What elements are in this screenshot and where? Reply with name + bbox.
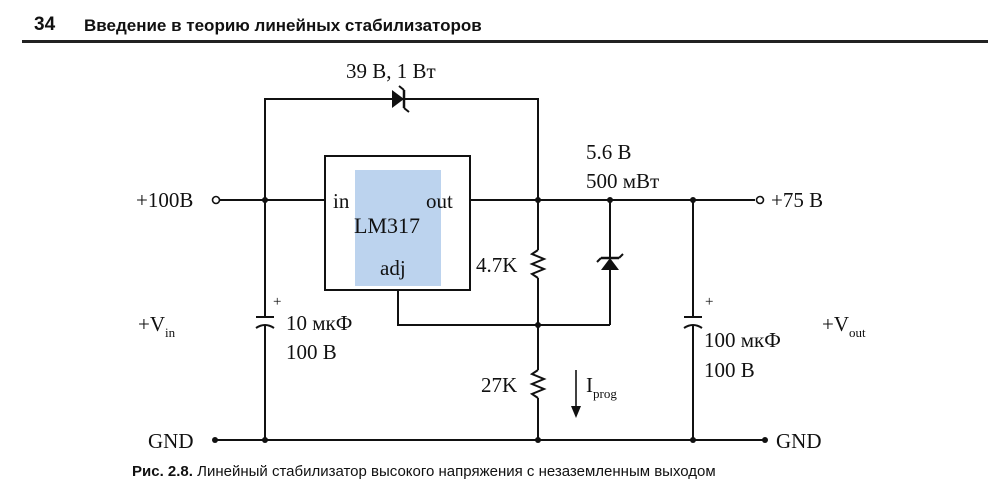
cout-voltage: 100 B xyxy=(704,358,755,382)
zener2-power: 500 мВт xyxy=(586,169,659,193)
junction-gnd2 xyxy=(535,437,541,443)
current-arrow xyxy=(571,370,581,418)
figure-label: Рис. 2.8. xyxy=(132,463,193,480)
pin-out-label: out xyxy=(426,189,453,213)
adj-wire xyxy=(397,290,610,326)
output-terminal-dot xyxy=(755,195,765,205)
output-terminal-label: +75 B xyxy=(771,188,823,212)
zener-diode-39v xyxy=(392,85,410,113)
regulator-name: LM317 xyxy=(354,213,420,238)
zener-diode-5-6v xyxy=(596,253,624,270)
resistor-4-7k xyxy=(529,249,547,279)
input-terminal-label: +100B xyxy=(136,188,193,212)
vin-label: +Vin xyxy=(138,312,176,340)
r2-label: 27K xyxy=(481,373,517,397)
current-label: Iprog xyxy=(586,373,617,401)
vout-label: +Vout xyxy=(822,312,866,340)
cin-voltage: 100 B xyxy=(286,340,337,364)
top-zener-rating: 39 B, 1 Вт xyxy=(346,59,436,83)
gnd-left-label: GND xyxy=(148,429,194,453)
chapter-title: Введение в теорию линейных стабилизаторо… xyxy=(84,16,482,35)
page-header: 34 Введение в теорию линейных стабилизат… xyxy=(22,10,988,43)
gnd-right-dot xyxy=(762,437,768,443)
regulator-highlight xyxy=(355,170,441,286)
input-terminal-dot xyxy=(211,195,221,205)
cout-plus: + xyxy=(705,294,713,310)
resistor-27k xyxy=(529,369,547,399)
cout-value: 100 мкФ xyxy=(704,328,781,352)
r1-label: 4.7K xyxy=(476,253,517,277)
caption-text: Линейный стабилизатор высокого напряжени… xyxy=(197,463,716,480)
page-number: 34 xyxy=(34,14,56,35)
junction-gnd3 xyxy=(690,437,696,443)
junction-gnd1 xyxy=(262,437,268,443)
figure-caption: Рис. 2.8. Линейный стабилизатор высокого… xyxy=(132,463,716,480)
pin-adj-label: adj xyxy=(380,256,406,280)
cin-value: 10 мкФ xyxy=(286,311,352,335)
pin-in-label: in xyxy=(333,189,350,213)
zener2-voltage: 5.6 B xyxy=(586,140,632,164)
cin-plus: + xyxy=(273,294,281,310)
gnd-right-label: GND xyxy=(776,429,822,453)
